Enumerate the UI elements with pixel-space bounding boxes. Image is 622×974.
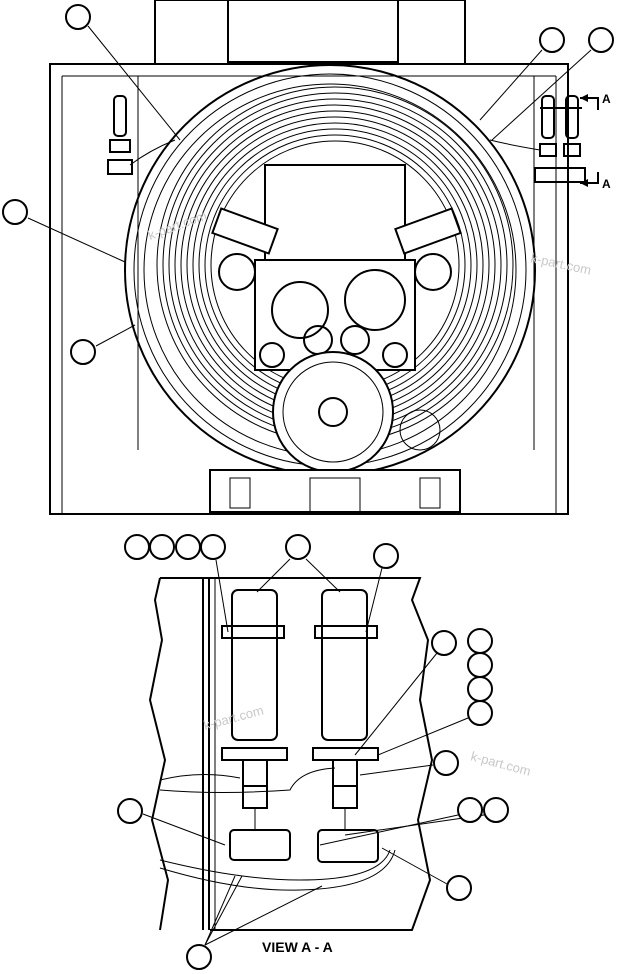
- radiator-header: [154, 0, 466, 65]
- panel-outline: [160, 577, 434, 931]
- callout-circle: [373, 543, 399, 569]
- callout-circle: [467, 628, 493, 654]
- callout-circle: [65, 4, 91, 30]
- fuel-filter-bowl-left: [231, 589, 278, 741]
- callout-circle: [285, 534, 311, 560]
- section-label-bottom: A: [602, 177, 611, 191]
- leader-lines: [27, 25, 592, 946]
- callout-circle: [431, 630, 457, 656]
- callout-circle: [433, 750, 459, 776]
- clamp-right: [314, 625, 378, 639]
- engine-block: [209, 164, 462, 513]
- callouts: [2, 4, 614, 970]
- callout-circle: [2, 199, 28, 225]
- callout-circle: [70, 339, 96, 365]
- watermark: k-part.com: [202, 703, 265, 733]
- filter-assembly-right: [489, 95, 586, 183]
- watermark: k-part.com: [469, 748, 532, 778]
- callout-circle: [117, 798, 143, 824]
- section-mark-top: A: [580, 92, 611, 110]
- callout-circle: [457, 797, 483, 823]
- watermark: k-part.com: [529, 250, 592, 277]
- callout-circle: [186, 944, 212, 970]
- callout-circle: [175, 534, 201, 560]
- fuel-filter-bowl-right: [321, 589, 368, 741]
- filter-assembly-left: [107, 95, 176, 175]
- callout-circle: [446, 875, 472, 901]
- section-label-top: A: [602, 92, 611, 106]
- view-title: VIEW A - A: [262, 939, 333, 955]
- callout-circle: [539, 27, 565, 53]
- enclosure-frame: [49, 63, 569, 515]
- sensor-box-left: [229, 829, 291, 861]
- engine-base: [209, 469, 461, 513]
- sensor-box-right: [317, 829, 379, 863]
- engine-front-view: A A k-part.com k-part.com: [49, 0, 611, 515]
- callout-circle: [200, 534, 226, 560]
- callout-circle: [483, 797, 509, 823]
- callout-circle: [124, 534, 150, 560]
- callout-circle: [467, 700, 493, 726]
- callout-circle: [588, 27, 614, 53]
- callout-circle: [467, 652, 493, 678]
- radiator-top-tank: [227, 0, 399, 63]
- section-mark-bottom: A: [580, 172, 611, 191]
- callout-circle: [467, 676, 493, 702]
- clamp-left: [221, 625, 285, 639]
- callout-circle: [149, 534, 175, 560]
- flywheel: [272, 351, 394, 473]
